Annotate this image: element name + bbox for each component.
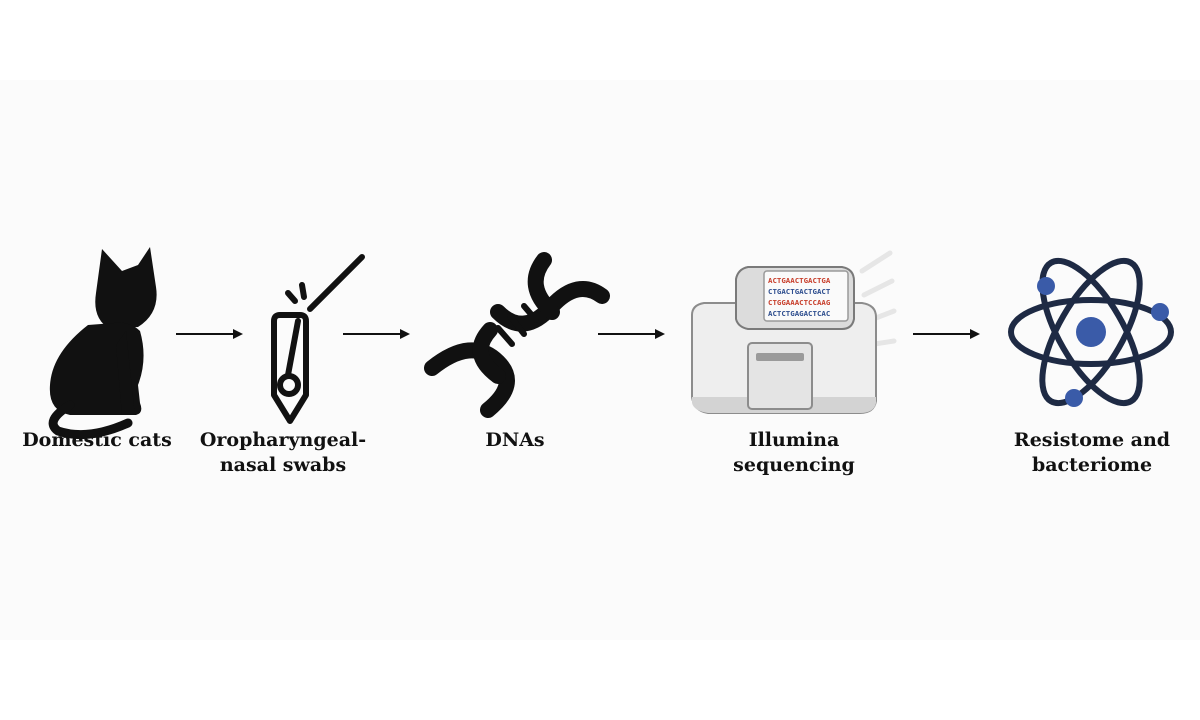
label-line: nasal swabs [219,454,347,476]
step-label: Domestic cats [0,428,197,453]
background-band [0,80,1200,640]
label-line: Illumina [748,429,840,451]
label-line: Resistome and [1013,429,1171,451]
label-line: sequencing [733,454,855,476]
screen-line: CTGGAAACTCCAAG [768,298,831,307]
dna-helix-icon [424,252,610,418]
cat-icon [48,247,157,440]
step-label: Illumina sequencing [694,428,894,478]
arrow-right-icon [598,329,665,339]
atom-icon [1008,257,1174,407]
step-label: Resistome and bacteriome [992,428,1192,478]
label-line: DNAs [485,429,545,451]
screen-line: CTGACTGACTGACT [768,287,831,296]
swab-icon [271,254,365,424]
label-line: Oropharyngeal- [199,429,367,451]
step-label: DNAs [415,428,615,453]
label-line: bacteriome [1031,454,1153,476]
label-line: Domestic cats [22,429,172,451]
arrow-right-icon [176,329,243,339]
arrow-right-icon [913,329,980,339]
screen-line: ACTGAACTGACTGA [768,276,831,285]
screen-line: ACTCTGAGACTCAC [768,309,830,318]
sequencer-icon: ACTGAACTGACTGA CTGACTGACTGACT CTGGAAACTC… [691,250,897,414]
arrow-right-icon [343,329,410,339]
step-label: Oropharyngeal- nasal swabs [183,428,383,478]
